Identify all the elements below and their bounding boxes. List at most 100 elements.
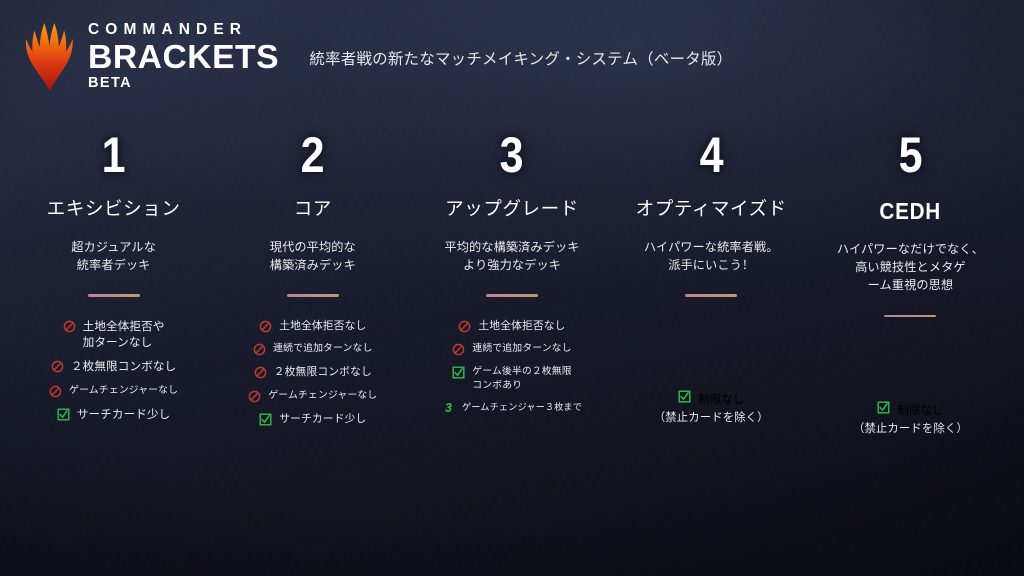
deny-icon (254, 366, 267, 379)
rule-text: ２枚無限コンボなし (71, 359, 176, 375)
list-item: 連続で追加ターンなし (253, 342, 372, 356)
bracket-card-1[interactable]: 1 エキシビション超カジュアルな統率者デッキ土地全体拒否や加ターンなし ２枚無限コン… (21, 130, 206, 533)
background-speck (1018, 42, 1019, 43)
list-item: 制限なし（禁止カードを除く） (654, 390, 769, 425)
description-line: 派手にいこう！ (668, 257, 755, 272)
background-speck (746, 109, 748, 111)
rule-text: サーチカード少し (77, 407, 171, 423)
rule-list: 土地全体拒否や加ターンなし ２枚無限コンボなしゲームチェンジャーなしサーチカード少… (30, 319, 197, 423)
rule-text-line: サーチカード少し (279, 413, 367, 425)
deny-icon (259, 320, 272, 333)
bracket-number: 4 (699, 127, 724, 183)
rule-text-line: 土地全体拒否なし (478, 319, 566, 332)
rule-text-line: ２枚無限コンボなし (273, 366, 372, 379)
bracket-description: 超カジュアルな統率者デッキ (71, 239, 156, 274)
card-divider (685, 294, 738, 297)
bracket-description: ハイパワーなだけでなく、高い競技性とメタゲーム重視の思想 (837, 241, 984, 294)
bracket-title: オプティマイズド (635, 198, 787, 219)
rule-text: 土地全体拒否なし (478, 319, 565, 334)
rule-text-line: サーチカード少し (76, 407, 171, 421)
background-speck (775, 546, 777, 548)
card-divider (884, 314, 937, 317)
background-speck (910, 5, 911, 6)
list-item: ゲーム後半の２枚無限コンボあり (452, 365, 572, 392)
rule-text-line: （禁止カードを除く） (852, 422, 968, 435)
deny-icon (452, 343, 465, 356)
card-divider (486, 294, 538, 297)
description-line: 超カジュアルな (71, 240, 156, 254)
rule-text-line: ゲーム後半の２枚無限 (472, 366, 572, 378)
rule-text: 土地全体拒否なし (279, 319, 366, 334)
list-item: 土地全体拒否なし (458, 319, 565, 334)
bracket-description: ハイパワーな統率者戦。派手にいこう！ (644, 239, 779, 274)
card-body: オプティマイズドハイパワーな統率者戦。派手にいこう！ 制限なし（禁止カードを除く） (619, 168, 804, 533)
logo-line-beta: BETA (88, 75, 132, 91)
bracket-card-2[interactable]: 2 コア現代の平均的な構築済みデッキ土地全体拒否なし連続で追加ターンなし ２枚無限コ… (220, 130, 405, 533)
background-speck (473, 3, 475, 5)
allow-icon (877, 401, 890, 419)
card-body: コア現代の平均的な構築済みデッキ土地全体拒否なし連続で追加ターンなし ２枚無限コン… (220, 168, 405, 533)
background-speck (201, 1, 204, 4)
description-line: 統率者デッキ (76, 257, 151, 272)
bracket-title: エキシビション (46, 198, 181, 219)
bracket-card-grid: 1 エキシビション超カジュアルな統率者デッキ土地全体拒否や加ターンなし ２枚無限コン… (14, 130, 1010, 533)
rule-text-line: 連続で追加ターンなし (273, 343, 373, 355)
bracket-card-4[interactable]: 4 オプティマイズドハイパワーな統率者戦。派手にいこう！ 制限なし（禁止カードを除く… (619, 130, 804, 533)
bracket-number: 1 (101, 127, 126, 183)
background-speck (756, 60, 759, 63)
bracket-title: コア (293, 198, 332, 219)
rule-text: ゲーム後半の２枚無限コンボあり (472, 365, 571, 392)
description-line: 現代の平均的な (269, 240, 356, 254)
rule-text-line: 土地全体拒否や (82, 319, 165, 333)
bracket-number: 5 (898, 127, 923, 183)
background-speck (182, 565, 185, 567)
rule-text: 土地全体拒否や加ターンなし (83, 319, 165, 350)
rule-text-line: 加ターンなし (82, 335, 153, 349)
background-speck (1013, 101, 1016, 104)
bullet-number-label: 3 (445, 401, 452, 416)
logo-line-brackets: BRACKETS (88, 38, 280, 75)
rule-text-line: コンボあり (472, 379, 523, 391)
background-speck (882, 547, 884, 550)
description-line: 平均的な構築済みデッキ (444, 240, 580, 254)
list-item: ２枚無限コンボなし (254, 365, 372, 380)
background-speck (780, 114, 783, 117)
card-body: エキシビション超カジュアルな統率者デッキ土地全体拒否や加ターンなし ２枚無限コンボ… (21, 168, 206, 533)
rule-text-line: ２枚無限コンボなし (70, 360, 177, 374)
deny-icon (49, 385, 62, 398)
background-speck (712, 10, 713, 11)
rule-text-line: ゲームチェンジャーなし (268, 390, 378, 401)
mtg-planeswalker-icon (25, 23, 73, 91)
rule-text-line: 制限なし (897, 403, 944, 417)
background-speck (6, 473, 9, 475)
description-line: ハイパワーなだけでなく、 (836, 242, 984, 257)
list-item: ゲームチェンジャーなし (248, 389, 377, 403)
bracket-description: 平均的な構築済みデッキより強力なデッキ (444, 239, 579, 274)
logo-line-commander: COMMANDER (88, 20, 248, 38)
list-item: ２枚無限コンボなし (51, 359, 176, 375)
rule-text: 連続で追加ターンなし (472, 342, 571, 355)
bracket-number: 2 (300, 127, 325, 183)
rule-row: 制限なし (877, 401, 944, 419)
description-line: ハイパワーな統率者戦。 (643, 240, 779, 254)
rule-text: ゲームチェンジャーなし (268, 389, 377, 402)
deny-icon (51, 360, 64, 373)
rule-text-line: ゲームチェンジャーなし (69, 384, 179, 396)
rule-text: サーチカード少し (279, 412, 366, 427)
background-speck (430, 12, 432, 13)
bracket-description: 現代の平均的な構築済みデッキ (270, 239, 356, 274)
list-item: 連続で追加ターンなし (452, 342, 572, 356)
deny-icon (248, 390, 261, 403)
allow-icon (57, 408, 70, 421)
card-divider (286, 294, 339, 297)
background-speck (9, 182, 11, 184)
rule-text: ゲームチェンジャー３枚まで (462, 401, 582, 413)
description-line: 高い競技性とメタゲ (855, 260, 966, 275)
rule-list: 制限なし （禁止カードを除く） (827, 317, 994, 519)
background-speck (789, 0, 792, 3)
rule-row: 制限なし (678, 390, 744, 408)
